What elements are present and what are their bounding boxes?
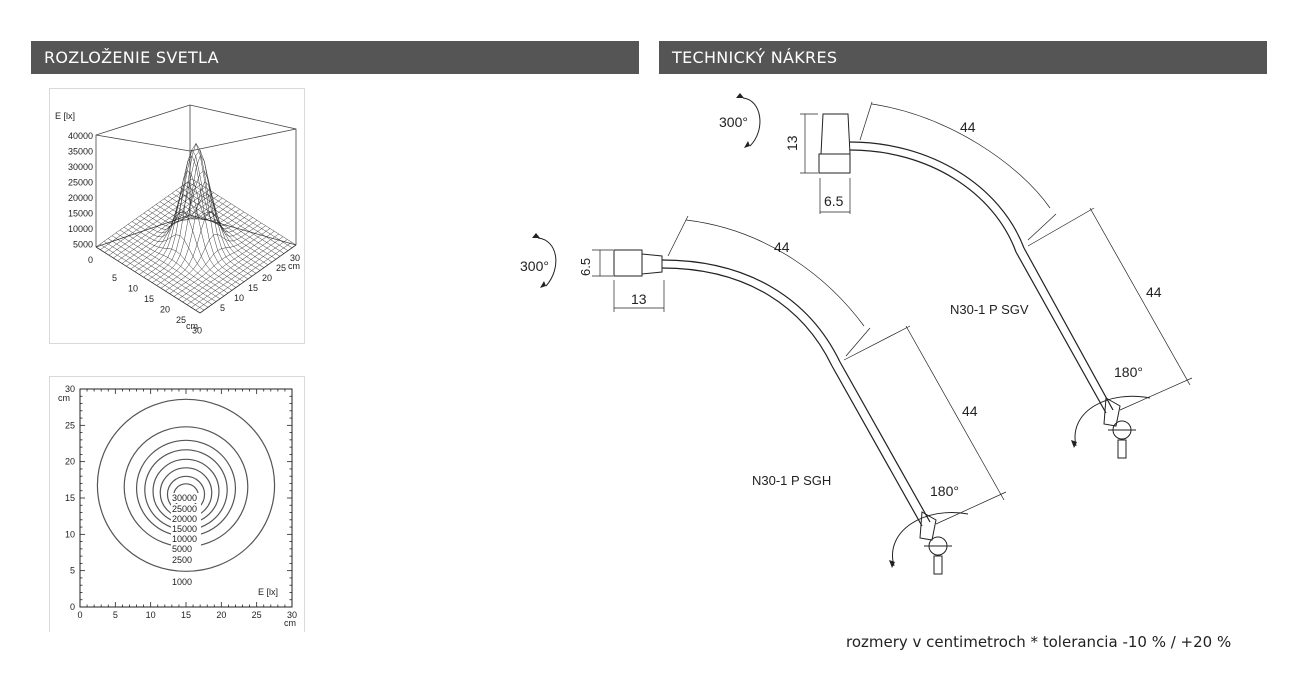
contour-level-label: 10000 (172, 534, 197, 544)
sgv-model-name: N30-1 P SGV (950, 302, 1029, 317)
sgh-rotation-top-label: 300° (520, 258, 549, 274)
sgh-rotation-bottom-label: 180° (930, 483, 959, 499)
contour-plot: 0 5 10 15 20 25 30 0 5 10 15 20 25 30 cm cm E [lx] 3… (58, 384, 297, 628)
sgh-head-height-label: 6.5 (578, 258, 593, 276)
contour-level-label: 5000 (172, 544, 192, 554)
sgh-model-name: N30-1 P SGH (752, 473, 831, 488)
contour-y-tick-label: 0 (70, 602, 75, 612)
surface-plot: E [lx] 400003500030000250002000015000100… (55, 104, 300, 336)
contour-x-tick-label: 10 (146, 610, 156, 620)
sgh-arm-upper-label: 44 (774, 239, 790, 255)
y-tick-label: 15 (248, 283, 258, 293)
sgh-arm-lower-label: 44 (962, 403, 978, 419)
contour-level-label: 2500 (172, 555, 192, 565)
y-tick-label: 30 (290, 253, 300, 263)
x-tick-label: 20 (160, 305, 170, 315)
contour-level-label: 20000 (172, 514, 197, 524)
contour-x-tick-label: 30 (287, 610, 297, 620)
section-header-light-distribution: ROZLOŽENIE SVETLA (31, 41, 639, 74)
z-tick-label: 0 (88, 255, 93, 265)
sgv-head-width-label: 6.5 (824, 193, 844, 209)
z-tick-label: 35000 (68, 147, 93, 157)
sgv-rotation-bottom-label: 180° (1114, 364, 1143, 380)
contour-x-unit: cm (284, 618, 296, 628)
contour-x-tick-label: 0 (77, 610, 82, 620)
technical-drawing: 300° 13 6.5 44 44 N30-1 P SGV 180° 300° … (520, 93, 1193, 575)
sgv-arm-upper-label: 44 (960, 119, 976, 135)
contour-x-tick-label: 20 (216, 610, 226, 620)
contour-y-tick-label: 10 (65, 529, 75, 539)
rotation-arrow-icon (742, 97, 761, 147)
z-tick-label: 20000 (68, 193, 93, 203)
x-tick-label: 30 (192, 326, 202, 336)
lamp-head-icon (613, 249, 643, 277)
contour-y-tick-label: 25 (65, 420, 75, 430)
footer-note: rozmery v centimetroch * tolerancia -10 … (846, 633, 1232, 651)
lamp-sgv (736, 93, 1193, 459)
z-tick-label: 30000 (68, 162, 93, 172)
y-tick-label: 10 (234, 293, 244, 303)
contour-level-label: 25000 (172, 504, 197, 514)
sgv-arm-lower-label: 44 (1146, 284, 1162, 300)
lamp-sgh (532, 215, 1007, 575)
z-tick-label: 10000 (68, 224, 93, 234)
y-tick-label: 25 (276, 263, 286, 273)
contour-legend: E [lx] (258, 587, 278, 597)
sgv-rotation-top-label: 300° (719, 114, 748, 130)
section-header-technical-drawing: TECHNICKÝ NÁKRES (659, 41, 1267, 74)
x-tick-label: 10 (128, 284, 138, 294)
contour-x-tick-label: 25 (252, 610, 262, 620)
lamp-head-icon (820, 113, 851, 155)
contour-y-tick-label: 5 (70, 566, 75, 576)
contour-line (96, 398, 276, 572)
rotation-arrow-icon (537, 237, 557, 287)
z-tick-label: 5000 (73, 240, 93, 250)
contour-y-unit: cm (58, 393, 70, 403)
contour-y-tick-label: 20 (65, 457, 75, 467)
surface-mesh (95, 142, 297, 314)
contour-x-tick-label: 5 (113, 610, 118, 620)
contour-x-tick-label: 15 (181, 610, 191, 620)
contour-plot-panel: 0 5 10 15 20 25 30 0 5 10 15 20 25 30 cm cm E [lx] 3… (49, 376, 305, 632)
z-tick-label: 15000 (68, 209, 93, 219)
x-tick-label: 25 (176, 315, 186, 325)
x-tick-label: 5 (112, 273, 117, 283)
z-tick-label: 25000 (68, 178, 93, 188)
x-axis-unit: cm (186, 321, 198, 331)
sgh-head-width-label: 13 (631, 291, 647, 307)
y-tick-label: 5 (220, 303, 225, 313)
y-tick-label: 20 (262, 273, 272, 283)
contour-level-label: 15000 (172, 524, 197, 534)
contour-y-tick-label: 30 (65, 384, 75, 394)
z-axis-label: E [lx] (55, 111, 75, 121)
y-axis-unit: cm (288, 261, 300, 271)
x-tick-label: 15 (144, 294, 154, 304)
contour-y-tick-label: 15 (65, 493, 75, 503)
z-tick-label: 40000 (68, 131, 93, 141)
contour-level-label: 30000 (172, 493, 197, 503)
contour-level-label: 1000 (172, 577, 192, 587)
sgv-head-height-label: 13 (784, 135, 800, 151)
